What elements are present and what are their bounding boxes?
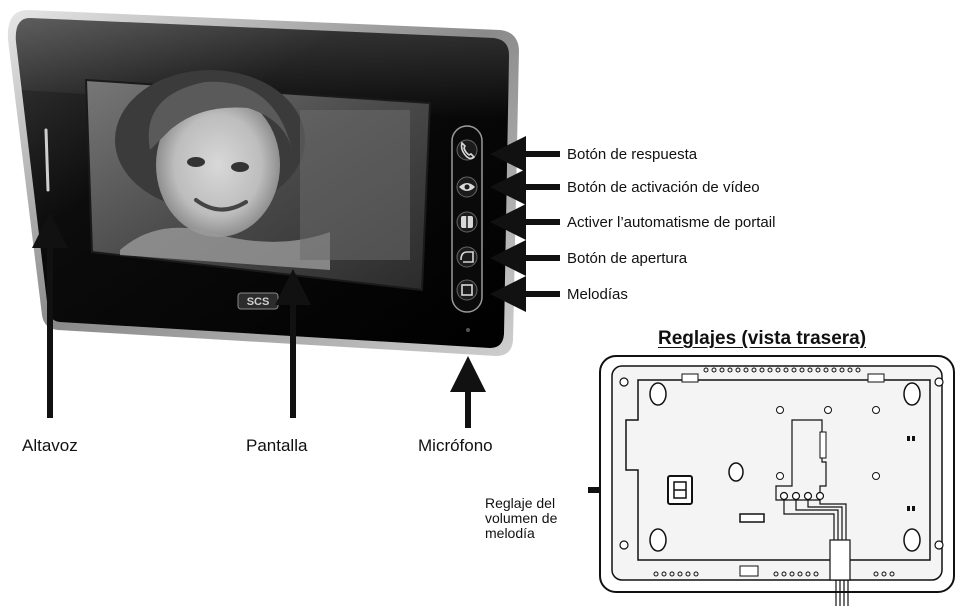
rear-housing-inner xyxy=(611,365,943,581)
mount-holes xyxy=(776,406,880,480)
answer-button[interactable] xyxy=(456,139,478,161)
brand-logo: SCS xyxy=(247,296,270,308)
volume-switch[interactable] xyxy=(667,475,693,505)
monitor-front: SCS xyxy=(7,10,519,356)
screen-photo xyxy=(115,70,410,270)
bottom-clip xyxy=(739,565,759,577)
corner-bosses xyxy=(649,382,921,552)
open-button[interactable] xyxy=(456,246,478,268)
video-button[interactable] xyxy=(456,176,478,198)
edge-screws xyxy=(619,377,944,550)
pcb-connector xyxy=(819,431,827,459)
top-vents xyxy=(681,373,885,383)
top-vent-dots xyxy=(703,367,861,373)
label-speaker: Altavoz xyxy=(22,436,78,455)
label-answer-button: Botón de respuesta xyxy=(567,146,698,163)
phone-handset-icon xyxy=(460,141,476,160)
terminal-block xyxy=(779,491,825,501)
melodies-button[interactable] xyxy=(456,279,478,301)
rear-view xyxy=(599,355,955,606)
rear-view-title: Reglajes (vista trasera) xyxy=(658,328,867,349)
microphone-hole xyxy=(466,328,470,332)
key-icon xyxy=(460,251,474,263)
side-slots xyxy=(907,436,915,511)
slot-rect xyxy=(739,513,765,523)
rear-plate xyxy=(625,379,931,561)
bottom-vent-dots xyxy=(653,571,895,577)
label-volume-adjustment: Reglaje del volumen de melodía xyxy=(485,495,558,541)
label-video-button: Botón de activación de vídeo xyxy=(567,179,760,196)
gate-button[interactable] xyxy=(456,211,478,233)
wires xyxy=(783,500,851,606)
label-microphone: Micrófono xyxy=(418,436,493,455)
label-screen: Pantalla xyxy=(246,436,308,455)
label-open-button: Botón de apertura xyxy=(567,250,688,267)
bell-square-icon xyxy=(461,284,473,296)
label-melodies-button: Melodías xyxy=(567,286,628,303)
label-gate-button: Activer l’automatisme de portail xyxy=(567,214,776,231)
speaker-slit xyxy=(44,128,50,192)
